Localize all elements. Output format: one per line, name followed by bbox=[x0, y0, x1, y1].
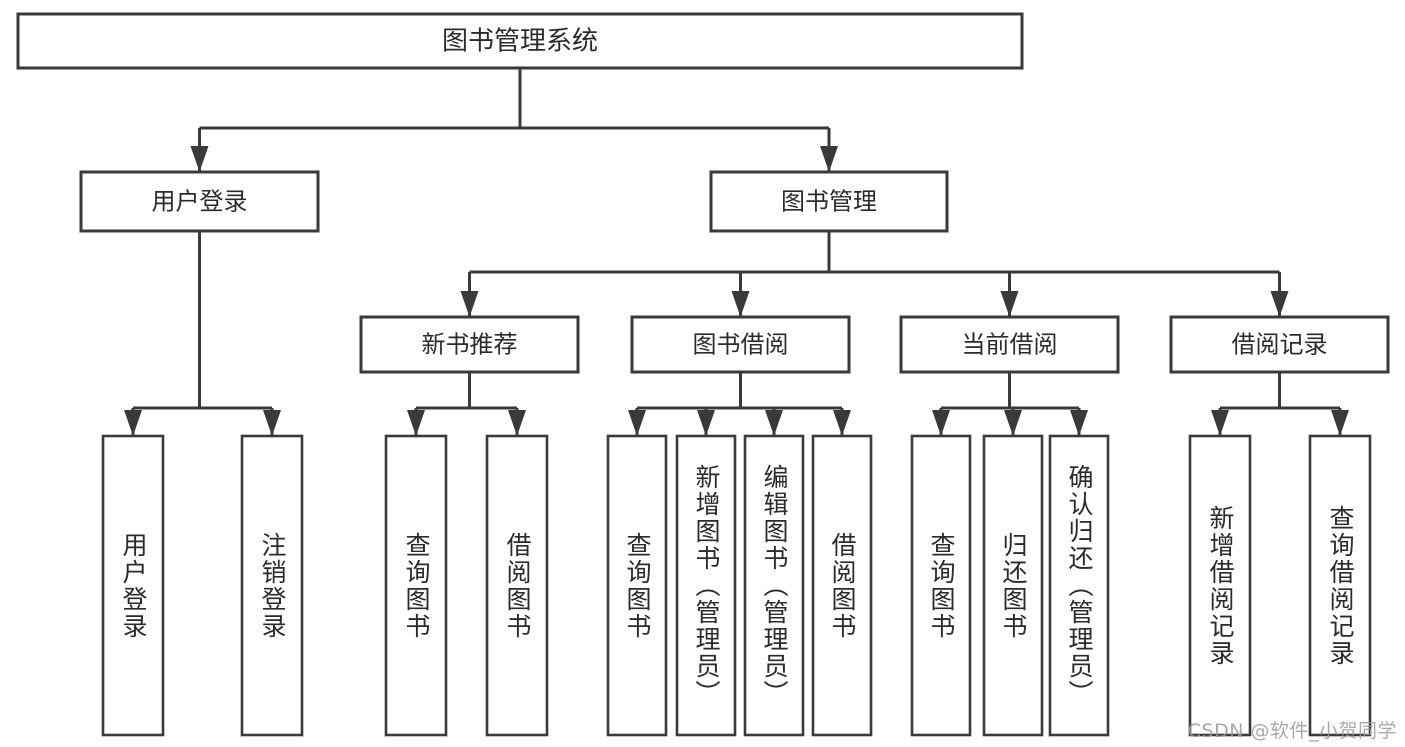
edge-arrowhead bbox=[1211, 410, 1229, 436]
node-box-leaf-add-book bbox=[675, 434, 737, 737]
watermark-credit: CSDN @软件_小贺同学 bbox=[1187, 720, 1397, 742]
node-box-root bbox=[16, 12, 1024, 70]
node-label-user-login: 用户登录 bbox=[152, 188, 248, 216]
edge-arrowhead bbox=[628, 410, 646, 436]
node-box-leaf-borrow-book-2 bbox=[811, 434, 873, 737]
node-box-current-borrow bbox=[899, 315, 1120, 374]
node-label-book-borrow: 图书借阅 bbox=[693, 331, 789, 359]
edge-arrowhead bbox=[190, 146, 209, 172]
node-box-borrow-record bbox=[1169, 315, 1390, 374]
edge-arrowhead bbox=[765, 410, 783, 436]
node-label-root: 图书管理系统 bbox=[442, 27, 598, 57]
edge-arrowhead bbox=[407, 410, 425, 436]
node-box-user-login bbox=[79, 170, 320, 233]
node-box-leaf-user-logout bbox=[240, 434, 304, 737]
node-box-leaf-query-book-3 bbox=[910, 434, 972, 737]
edge-arrowhead bbox=[820, 146, 838, 172]
node-label-new-book-rec: 新书推荐 bbox=[422, 331, 518, 359]
edge-arrowhead bbox=[263, 410, 281, 436]
node-box-leaf-add-record bbox=[1188, 434, 1252, 737]
node-box-leaf-query-book-2 bbox=[606, 434, 668, 737]
edge-arrowhead bbox=[460, 291, 479, 317]
node-box-leaf-query-book-1 bbox=[384, 434, 448, 737]
node-box-book-borrow bbox=[630, 315, 851, 374]
node-box-new-book-rec bbox=[359, 315, 580, 374]
edge-arrowhead bbox=[1004, 410, 1022, 436]
edge-arrowhead bbox=[1331, 410, 1349, 436]
edge-arrowhead bbox=[1070, 410, 1088, 436]
node-box-leaf-user-login bbox=[101, 434, 165, 737]
edge-arrowhead bbox=[932, 410, 950, 436]
node-box-leaf-borrow-book-1 bbox=[485, 434, 549, 737]
node-box-book-manage bbox=[709, 170, 949, 233]
node-label-book-manage: 图书管理 bbox=[781, 188, 877, 216]
node-label-borrow-record: 借阅记录 bbox=[1232, 331, 1328, 359]
edge-arrowhead bbox=[124, 410, 142, 436]
node-box-leaf-edit-book bbox=[743, 434, 805, 737]
node-box-leaf-query-record bbox=[1308, 434, 1372, 737]
edge-arrowhead bbox=[833, 410, 851, 436]
node-label-current-borrow: 当前借阅 bbox=[962, 331, 1058, 359]
edges-layer bbox=[124, 68, 1349, 436]
edge-arrowhead bbox=[1270, 291, 1289, 317]
node-box-leaf-confirm-return bbox=[1048, 434, 1110, 737]
edge-arrowhead bbox=[508, 410, 526, 436]
edge-arrowhead bbox=[731, 291, 750, 317]
edge-arrowhead bbox=[697, 410, 715, 436]
edge-arrowhead bbox=[1000, 291, 1019, 317]
node-box-leaf-return-book bbox=[982, 434, 1044, 737]
boxes-layer bbox=[16, 12, 1390, 737]
